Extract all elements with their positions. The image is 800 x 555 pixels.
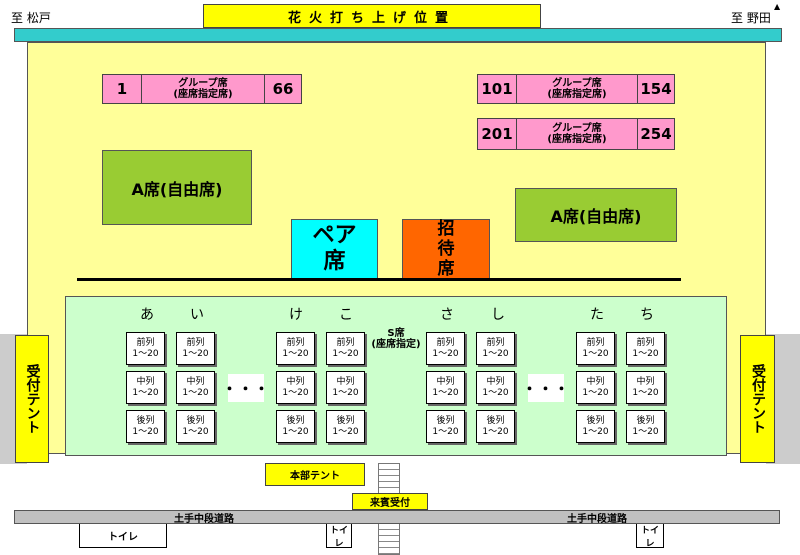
column-label: い bbox=[190, 307, 204, 323]
reception-tent-left[interactable]: 受付テント bbox=[15, 335, 49, 463]
seat-row-front[interactable]: 前列 1〜20 bbox=[176, 332, 215, 365]
reception-tent-right[interactable]: 受付テント bbox=[740, 335, 775, 463]
seat-row-back[interactable]: 後列 1〜20 bbox=[626, 410, 665, 443]
toilet-left[interactable]: トイレ bbox=[79, 524, 167, 548]
seat-row-front[interactable]: 前列 1〜20 bbox=[326, 332, 365, 365]
group-seat-end: 154 bbox=[640, 80, 672, 98]
s-seat-area bbox=[65, 296, 727, 456]
road-label-left: 土手中段道路 bbox=[174, 513, 234, 525]
more-seats-ellipsis: ・・・ bbox=[522, 374, 569, 402]
seat-row-middle[interactable]: 中列 1〜20 bbox=[326, 371, 365, 404]
toilet-right[interactable]: トイレ bbox=[636, 524, 664, 549]
fireworks-launch-banner: 花火打ち上げ位置 bbox=[203, 4, 541, 28]
column-label: し bbox=[491, 307, 505, 323]
seat-row-back[interactable]: 後列 1〜20 bbox=[176, 410, 215, 443]
s-seat-title: S席 (座席指定) bbox=[371, 328, 421, 350]
seat-row-back[interactable]: 後列 1〜20 bbox=[426, 410, 465, 443]
seat-row-middle[interactable]: 中列 1〜20 bbox=[576, 371, 615, 404]
road: 土手中段道路 土手中段道路 bbox=[14, 510, 780, 525]
a-seat-left[interactable]: A席(自由席) bbox=[102, 150, 252, 225]
group-seat-label: グループ席 (座席指定席) bbox=[547, 78, 607, 100]
column-label: た bbox=[590, 307, 604, 323]
seat-row-middle[interactable]: 中列 1〜20 bbox=[176, 371, 215, 404]
invite-seat[interactable]: 招 待 席 bbox=[402, 219, 490, 279]
group-seat-start: 101 bbox=[481, 80, 513, 98]
group-seat-block-1[interactable]: 1 グループ席 (座席指定席) 66 bbox=[102, 74, 302, 104]
seat-row-middle[interactable]: 中列 1〜20 bbox=[126, 371, 165, 404]
north-arrow-icon: ▲ bbox=[774, 2, 781, 11]
to-matsudo-label: 至 松戸 bbox=[11, 11, 51, 25]
seat-row-back[interactable]: 後列 1〜20 bbox=[126, 410, 165, 443]
seat-row-front[interactable]: 前列 1〜20 bbox=[126, 332, 165, 365]
seat-row-back[interactable]: 後列 1〜20 bbox=[576, 410, 615, 443]
group-seat-end: 66 bbox=[272, 80, 294, 98]
column-label: あ bbox=[140, 307, 154, 323]
seat-row-middle[interactable]: 中列 1〜20 bbox=[626, 371, 665, 404]
divider-line bbox=[77, 278, 681, 281]
river-band bbox=[14, 28, 782, 42]
column-label: こ bbox=[339, 307, 353, 323]
seat-row-middle[interactable]: 中列 1〜20 bbox=[426, 371, 465, 404]
a-seat-right[interactable]: A席(自由席) bbox=[515, 188, 677, 242]
pair-seat[interactable]: ペア 席 bbox=[291, 219, 378, 279]
group-seat-block-3[interactable]: 201 グループ席 (座席指定席) 254 bbox=[477, 118, 675, 150]
group-seat-label: グループ席 (座席指定席) bbox=[173, 78, 233, 100]
seat-row-front[interactable]: 前列 1〜20 bbox=[426, 332, 465, 365]
group-seat-start: 1 bbox=[116, 80, 128, 98]
column-label: さ bbox=[440, 307, 454, 323]
group-seat-end: 254 bbox=[640, 125, 672, 143]
more-seats-ellipsis: ・・・ bbox=[222, 374, 269, 402]
seat-row-middle[interactable]: 中列 1〜20 bbox=[276, 371, 315, 404]
seat-row-middle[interactable]: 中列 1〜20 bbox=[476, 371, 515, 404]
group-seat-label: グループ席 (座席指定席) bbox=[547, 123, 607, 145]
seat-row-front[interactable]: 前列 1〜20 bbox=[576, 332, 615, 365]
column-label: け bbox=[289, 307, 303, 323]
seat-row-back[interactable]: 後列 1〜20 bbox=[276, 410, 315, 443]
to-noda-label: 至 野田 bbox=[731, 11, 771, 25]
seat-row-front[interactable]: 前列 1〜20 bbox=[476, 332, 515, 365]
hq-tent[interactable]: 本部テント bbox=[265, 463, 365, 486]
road-label-right: 土手中段道路 bbox=[567, 513, 627, 525]
seat-row-front[interactable]: 前列 1〜20 bbox=[276, 332, 315, 365]
column-label: ち bbox=[640, 307, 654, 323]
group-seat-block-2[interactable]: 101 グループ席 (座席指定席) 154 bbox=[477, 74, 675, 104]
seat-row-front[interactable]: 前列 1〜20 bbox=[626, 332, 665, 365]
toilet-center[interactable]: トイレ bbox=[326, 524, 352, 549]
seat-row-back[interactable]: 後列 1〜20 bbox=[476, 410, 515, 443]
group-seat-start: 201 bbox=[481, 125, 513, 143]
guest-reception[interactable]: 来賓受付 bbox=[352, 493, 428, 510]
seat-row-back[interactable]: 後列 1〜20 bbox=[326, 410, 365, 443]
